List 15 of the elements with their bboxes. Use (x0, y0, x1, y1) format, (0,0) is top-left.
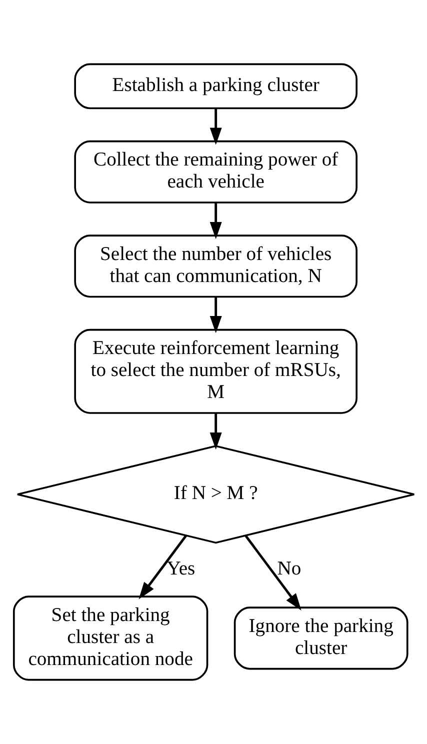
node-box: Establish a parking cluster (74, 63, 357, 110)
node-box: Execute reinforcement learning to select the number of mRSUs, M (74, 328, 357, 414)
node-box: Ignore the parking cluster (233, 606, 408, 670)
arrow (244, 535, 301, 610)
edge-label: No (276, 558, 301, 580)
node-box: Set the parking cluster as a communication node (12, 596, 208, 681)
arrow (209, 297, 222, 334)
node-box: Select the number of vehicles that can communication, N (74, 234, 357, 298)
arrow (138, 535, 186, 600)
arrow (209, 202, 222, 240)
edge-label: Yes (166, 558, 195, 580)
arrow (209, 108, 222, 145)
arrow (209, 413, 222, 450)
node-diamond: If N > M ? (16, 445, 415, 544)
node-box: Collect the remaining power of each vehicle (74, 140, 357, 204)
